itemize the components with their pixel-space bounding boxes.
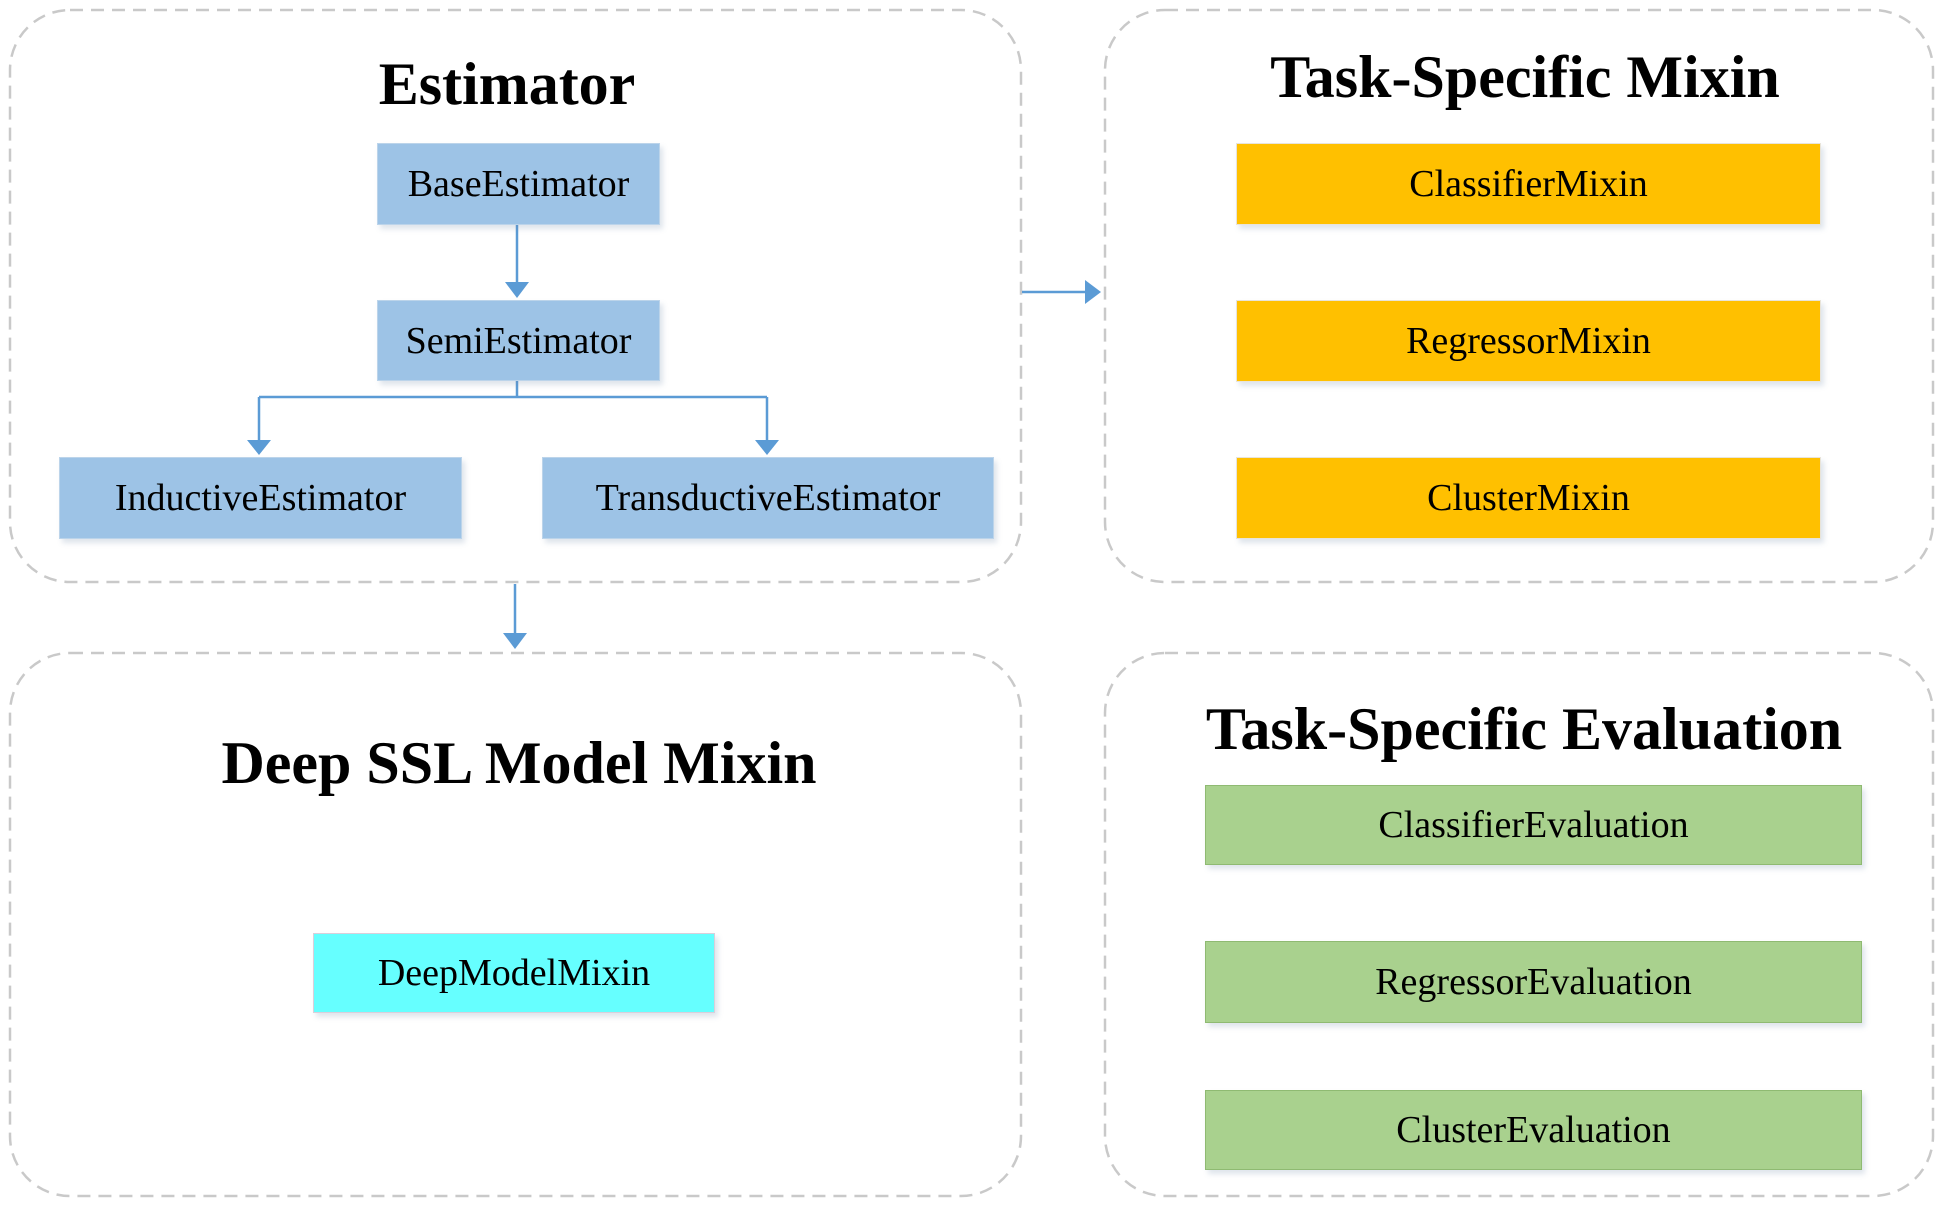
arrow-estimator-to-mixin (1022, 280, 1101, 304)
node-classifier-evaluation: ClassifierEvaluation (1205, 785, 1862, 865)
node-deep-model-mixin: DeepModelMixin (313, 933, 715, 1013)
node-regressor-mixin: RegressorMixin (1236, 300, 1821, 382)
panel-task-specific-mixin (1103, 8, 1935, 584)
node-semi-estimator: SemiEstimator (377, 300, 660, 381)
node-transductive-estimator: TransductiveEstimator (542, 457, 994, 539)
panel-title-deep-ssl-model-mixin: Deep SSL Model Mixin (221, 730, 817, 796)
panel-estimator (8, 8, 1023, 584)
panel-deep-ssl-model-mixin (8, 651, 1023, 1198)
node-inductive-estimator: InductiveEstimator (59, 457, 462, 539)
node-classifier-mixin: ClassifierMixin (1236, 143, 1821, 225)
panel-title-task-specific-mixin: Task-Specific Mixin (1270, 44, 1780, 110)
node-base-estimator: BaseEstimator (377, 143, 660, 225)
arrow-semi-to-inductive (247, 397, 271, 455)
node-regressor-evaluation: RegressorEvaluation (1205, 941, 1862, 1023)
node-cluster-evaluation: ClusterEvaluation (1205, 1090, 1862, 1170)
node-cluster-mixin: ClusterMixin (1236, 457, 1821, 539)
panel-title-task-specific-evaluation: Task-Specific Evaluation (1205, 696, 1843, 762)
arrow-estimator-to-deep-ssl (503, 584, 527, 649)
panel-task-specific-evaluation (1103, 651, 1935, 1198)
connector-semi-branch (247, 380, 779, 455)
panel-title-estimator: Estimator (378, 51, 636, 117)
arrow-base-to-semi (505, 224, 529, 298)
arrow-semi-to-transductive (755, 397, 779, 455)
